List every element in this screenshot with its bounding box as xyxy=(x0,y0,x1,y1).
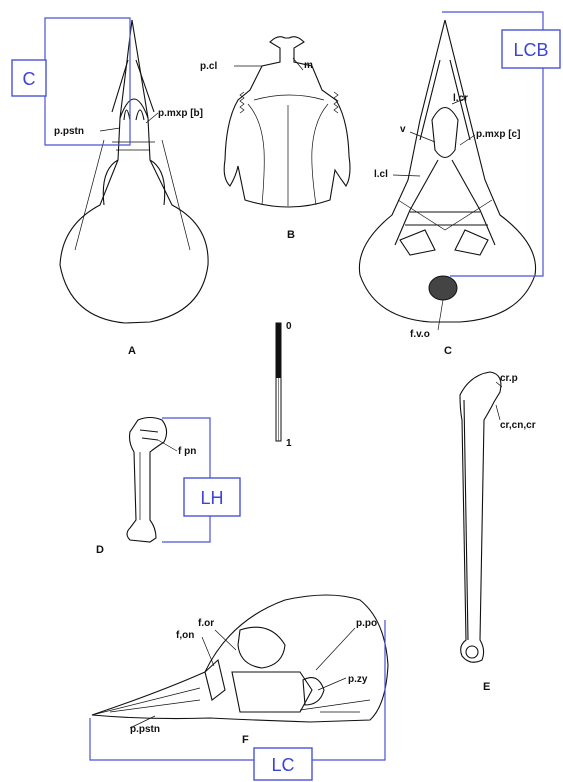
label-box-lh: LH xyxy=(184,478,240,516)
label-box-lc: LC xyxy=(254,748,312,780)
panel-label-d: D xyxy=(96,544,104,556)
bone-piece-drawing xyxy=(224,37,350,207)
label-f-or: f.or xyxy=(198,618,214,629)
panel-label-e: E xyxy=(483,681,490,693)
label-p-cl: p.cl xyxy=(200,61,217,72)
label-p-mxp-b: p.mxp [b] xyxy=(158,108,203,119)
bone-d-drawing xyxy=(127,418,167,543)
label-cr-cn-cr: cr,cn,cr xyxy=(500,420,536,431)
panel-label-c: C xyxy=(444,345,452,357)
skull-dorsal-drawing xyxy=(60,20,208,323)
scale-label-top: 0 xyxy=(286,321,292,332)
panel-label-f: F xyxy=(242,734,249,746)
label-f-pn: f pn xyxy=(178,446,196,457)
panel-label-a: A xyxy=(128,345,136,357)
label-l-cl: l.cl xyxy=(374,169,388,180)
label-p-pstn-f: p.pstn xyxy=(130,724,160,735)
label-p-mxp-c: p.mxp [c] xyxy=(476,129,520,140)
label-box-lh-text: LH xyxy=(200,488,223,508)
label-p-pstn-a: p.pstn xyxy=(54,126,84,137)
label-l-cr: l.cr xyxy=(453,93,468,104)
label-m: m xyxy=(304,60,313,71)
label-box-lcb-text: LCB xyxy=(513,40,548,60)
label-v: v xyxy=(400,124,406,135)
label-p-zy: p.zy xyxy=(348,674,368,685)
scale-label-bottom: 1 xyxy=(286,438,292,449)
label-box-lc-text: LC xyxy=(271,755,294,775)
label-p-po: p.po xyxy=(356,618,377,629)
scale-bar xyxy=(276,323,281,441)
label-f-v-o: f.v.o xyxy=(410,329,430,340)
skull-lateral-drawing xyxy=(92,595,388,722)
panel-label-b: B xyxy=(287,229,295,241)
bone-e-drawing xyxy=(460,372,501,662)
label-cr-p: cr.p xyxy=(500,373,518,384)
label-box-c-text: C xyxy=(23,69,36,89)
label-f-on: f,on xyxy=(176,630,194,641)
label-box-lcb: LCB xyxy=(502,30,560,68)
label-box-c: C xyxy=(12,60,46,96)
